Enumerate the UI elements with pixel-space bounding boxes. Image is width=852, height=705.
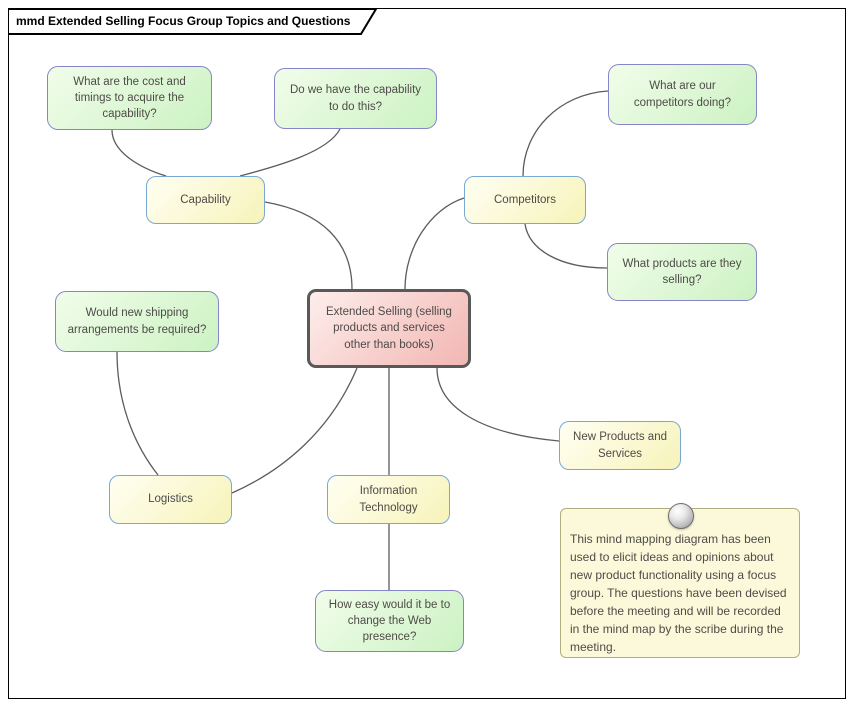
question-node-competitors-doing[interactable]: What are our competitors doing? (608, 64, 757, 125)
central-label: Extended Selling (selling products and s… (326, 306, 452, 351)
topic-node-capability[interactable]: Capability (146, 176, 265, 224)
question-label: Would new shipping arrangements be requi… (67, 307, 207, 336)
note-text: This mind mapping diagram has been used … (570, 532, 787, 654)
question-label: What products are they selling? (622, 257, 742, 286)
question-node-cost-timings[interactable]: What are the cost and timings to acquire… (47, 66, 212, 130)
question-node-change-web-presence[interactable]: How easy would it be to change the Web p… (315, 590, 464, 652)
question-label: Do we have the capability to do this? (289, 84, 422, 113)
topic-label: Logistics (148, 493, 193, 506)
pin-icon (668, 503, 694, 529)
question-node-products-selling[interactable]: What products are they selling? (607, 243, 757, 301)
topic-label: New Products and Services (573, 431, 667, 460)
topic-node-new-products-services[interactable]: New Products and Services (559, 421, 681, 470)
diagram-title: mmd Extended Selling Focus Group Topics … (16, 14, 351, 28)
topic-node-information-technology[interactable]: Information Technology (327, 475, 450, 524)
title-tab-shape (8, 8, 378, 35)
question-node-shipping-arrangements[interactable]: Would new shipping arrangements be requi… (55, 291, 219, 352)
question-label: What are the cost and timings to acquire… (73, 75, 186, 121)
topic-label: Information Technology (359, 485, 418, 514)
diagram-title-tab: mmd Extended Selling Focus Group Topics … (8, 8, 380, 35)
topic-node-competitors[interactable]: Competitors (464, 176, 586, 224)
topic-node-logistics[interactable]: Logistics (109, 475, 232, 524)
topic-label: Capability (180, 193, 231, 206)
topic-label: Competitors (494, 193, 556, 206)
question-node-capability-to-do[interactable]: Do we have the capability to do this? (274, 68, 437, 129)
question-label: How easy would it be to change the Web p… (328, 598, 451, 644)
note-element[interactable]: This mind mapping diagram has been used … (560, 508, 800, 658)
question-label: What are our competitors doing? (633, 80, 732, 109)
central-node-extended-selling[interactable]: Extended Selling (selling products and s… (307, 289, 471, 368)
